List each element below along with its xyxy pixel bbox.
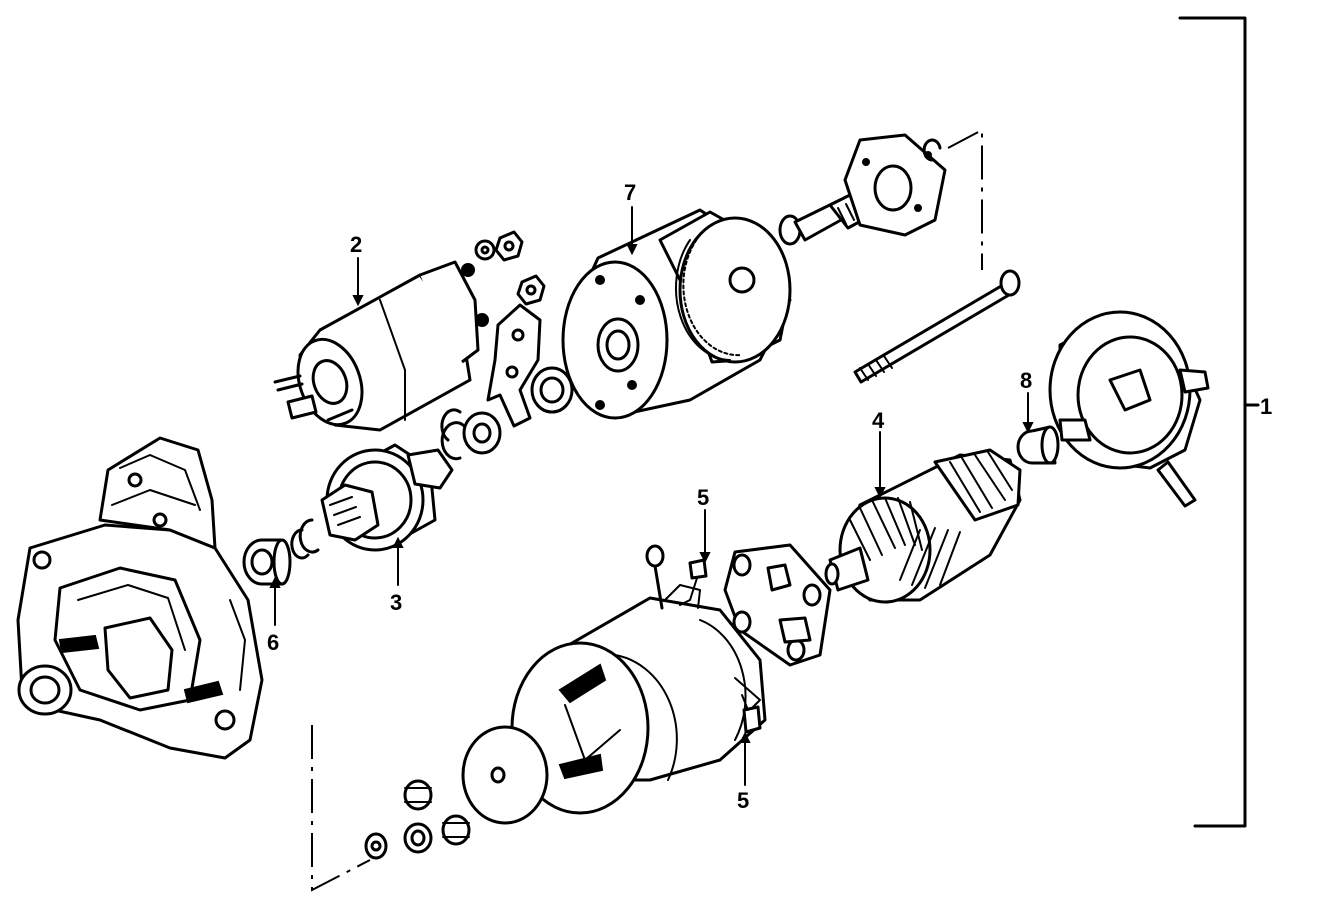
alignment-lines [311, 128, 983, 892]
brush-holder-plate [723, 543, 832, 667]
callout-7: 7 [624, 180, 636, 205]
front-bushing [242, 538, 292, 586]
snap-ring-and-washer [440, 408, 502, 461]
callout-8: 8 [1020, 368, 1032, 393]
field-frame-yoke [510, 584, 767, 815]
solenoid-switch [273, 260, 489, 432]
lever-bushing [530, 366, 574, 414]
leader-lines [269, 206, 1034, 786]
assembly-bracket [1178, 16, 1260, 828]
callout-5-lower: 5 [737, 788, 749, 813]
rear-bushing [1016, 425, 1060, 465]
shift-lever [486, 303, 542, 428]
callout-1: 1 [1260, 394, 1272, 419]
brush-lower [741, 694, 762, 734]
callout-5-upper: 5 [697, 485, 709, 510]
stop-collar-clips [290, 518, 320, 560]
gear-housing [561, 208, 792, 420]
through-bolt [853, 269, 1021, 384]
callout-3: 3 [390, 590, 402, 615]
starter-drive-clutch [320, 443, 454, 552]
commutator-end-frame [1048, 310, 1210, 508]
callout-6: 6 [267, 630, 279, 655]
planetary-shaft [778, 133, 947, 246]
small-clip-top [922, 138, 942, 162]
drive-housing [16, 436, 264, 760]
end-cover-disc [461, 725, 549, 825]
brush-upper [679, 558, 708, 606]
nuts-and-washers [474, 230, 546, 306]
callout-4: 4 [872, 408, 885, 433]
field-lead-terminal [645, 544, 665, 610]
planet-gears [364, 779, 471, 860]
callout-2: 2 [350, 232, 362, 257]
armature [824, 448, 1022, 604]
